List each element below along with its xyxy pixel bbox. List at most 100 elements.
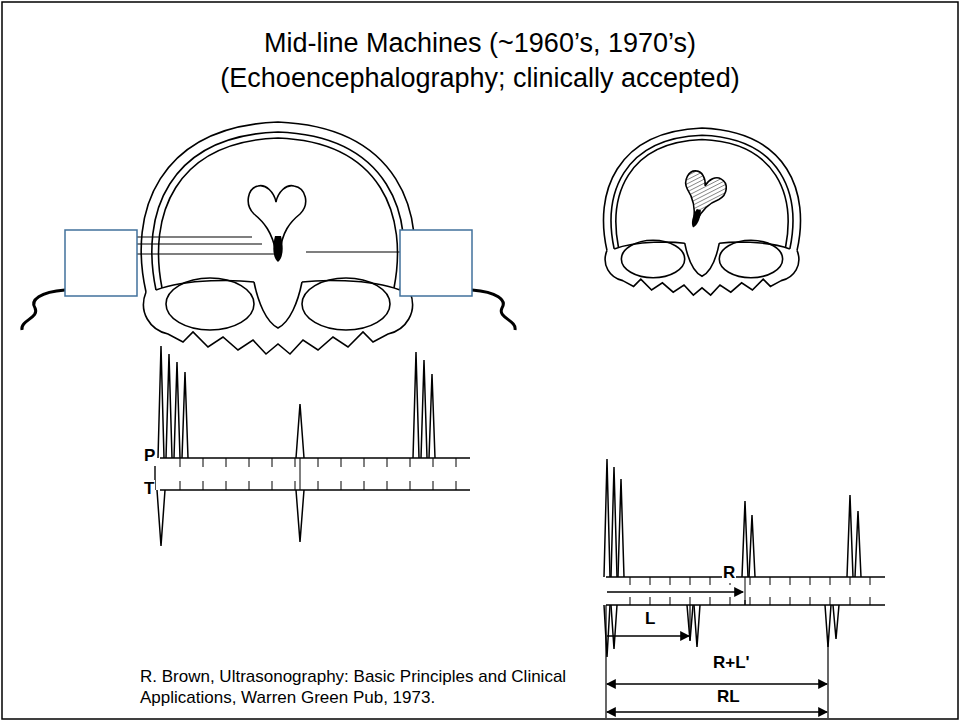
measure-label: RL (716, 688, 741, 707)
skull-base (143, 292, 412, 354)
scale-tick (249, 481, 250, 490)
third-ventricle (273, 236, 282, 262)
trace-label: T (143, 480, 155, 499)
scale-tick (870, 577, 871, 585)
scale-tick (750, 577, 751, 585)
scale-tick (810, 597, 811, 605)
skull-base (605, 250, 799, 295)
scale-tick (710, 597, 711, 605)
scale-tick (770, 597, 771, 605)
echo-spike (611, 605, 617, 649)
scale-tick (203, 481, 204, 490)
echo-spike (166, 354, 172, 458)
citation: R. Brown, Ultrasonography: Basic Princip… (140, 666, 590, 709)
scale-tick (670, 577, 671, 585)
scale-tick (690, 597, 691, 605)
scale-tick (272, 481, 273, 490)
scale-tick (318, 481, 319, 490)
scale-tick (410, 481, 411, 490)
scale-tick (433, 458, 434, 467)
measure-extension (827, 640, 828, 718)
scale-tick (690, 577, 691, 585)
echo-spike (611, 467, 617, 577)
measure-extension (605, 605, 606, 718)
trace-baseline (160, 489, 470, 490)
scale-tick (226, 481, 227, 490)
skull-base (156, 280, 400, 328)
orbit (166, 278, 254, 330)
echo-spike (296, 404, 304, 458)
scale-tick (850, 577, 851, 585)
scale-tick (456, 481, 457, 490)
scale-tick (870, 597, 871, 605)
echo-spike (429, 374, 435, 458)
measure-label: R (722, 564, 736, 583)
beam-line (306, 251, 400, 252)
transducer-cable (22, 290, 65, 330)
scale-tick (830, 577, 831, 585)
echo-spike (182, 372, 188, 458)
echo-spike (742, 501, 748, 577)
skull-outline (603, 128, 800, 250)
echo-spike (604, 605, 610, 657)
echo-spike (855, 511, 861, 577)
echo-spike (604, 459, 610, 577)
echo-spike (847, 495, 853, 577)
echo-spike (421, 360, 427, 458)
scale-tick (203, 458, 204, 467)
scale-tick (670, 597, 671, 605)
transducer (65, 230, 137, 296)
echo-spike (158, 346, 164, 458)
echo-spike (749, 515, 755, 577)
scale-tick (456, 458, 457, 467)
echo-spike (174, 362, 180, 458)
echo-spike (413, 352, 419, 458)
echo-spike (296, 490, 304, 542)
scale-tick (300, 458, 301, 490)
echo-spike (618, 479, 624, 577)
orbit (719, 240, 782, 277)
skull-inner (611, 135, 793, 249)
scale-tick (341, 481, 342, 490)
trace-baseline (160, 457, 470, 458)
scale-tick (770, 577, 771, 585)
scale-tick (272, 458, 273, 467)
skull-right (603, 128, 800, 295)
measure-extension (744, 600, 745, 605)
scale-tick (850, 597, 851, 605)
beam-line (137, 243, 262, 244)
scale-tick (730, 597, 731, 605)
scale-tick (387, 458, 388, 467)
transducer (400, 230, 472, 296)
beam-line (137, 253, 275, 254)
scale-tick (295, 481, 296, 490)
measure-arrow (607, 591, 743, 592)
measure-extension (689, 605, 690, 640)
scale-tick (650, 577, 651, 585)
scale-tick (810, 577, 811, 585)
scale-tick (790, 577, 791, 585)
measure-arrow (607, 635, 689, 636)
skull-inner (616, 140, 788, 248)
scale-tick (650, 597, 651, 605)
scale-tick (750, 597, 751, 605)
scale-tick (180, 458, 181, 467)
trace-label: P (143, 447, 156, 466)
transducer-cable (472, 290, 515, 330)
scale-tick (410, 458, 411, 467)
orbit (302, 278, 390, 330)
scale-tick (364, 481, 365, 490)
measure-label: R+L' (712, 654, 751, 673)
scale-tick (387, 481, 388, 490)
slide-title: Mid-line Machines (~1960’s, 1970’s) (Ech… (170, 26, 790, 96)
skull-outline (141, 122, 415, 292)
scale-tick (830, 597, 831, 605)
scale-tick (790, 597, 791, 605)
scale-tick (710, 577, 711, 585)
ventricles (675, 169, 729, 227)
third-ventricle (690, 209, 702, 229)
scale-tick (226, 458, 227, 467)
measure-arrow (607, 711, 827, 712)
